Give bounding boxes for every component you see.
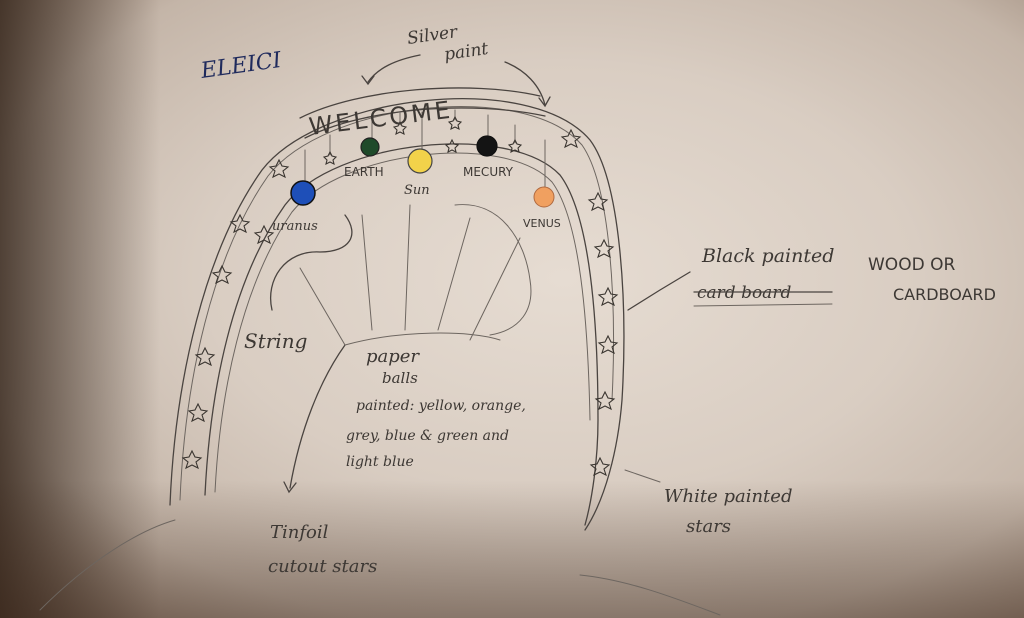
wood-pointer <box>627 271 691 311</box>
star-icon <box>181 449 203 470</box>
floor-curve-right <box>579 574 721 616</box>
floor-curve-left <box>39 519 176 611</box>
planet-uranus <box>290 180 316 206</box>
silver-arrow-left <box>367 54 421 83</box>
tinfoil-label-2: cutout stars <box>268 556 377 577</box>
black-painted-label: Black painted <box>701 245 834 267</box>
string-fan-2 <box>361 214 373 331</box>
paper-arrow-head <box>283 481 297 494</box>
silver-arrow-right-head <box>538 96 551 108</box>
star-icon <box>597 334 619 355</box>
star-icon <box>597 286 619 307</box>
planet-venus <box>533 186 555 208</box>
stars-hanging <box>322 115 523 166</box>
white-stars-pointer <box>624 469 661 483</box>
paper-label-5: light blue <box>346 454 414 470</box>
white-stars-label-2: stars <box>686 516 731 537</box>
string-fan-1 <box>299 267 346 346</box>
string-curve-right <box>454 204 532 336</box>
string-fan-4 <box>437 217 471 331</box>
cardboard-struck-label: card board <box>697 283 791 303</box>
cardboard-underline <box>693 303 833 307</box>
planet-earth <box>360 137 380 157</box>
star-icon <box>587 191 609 212</box>
welcome-band-bottom <box>304 107 546 139</box>
silver-arrow-right <box>504 61 546 106</box>
planet-sun <box>407 148 433 174</box>
star-icon <box>229 213 251 234</box>
paper-label-3: painted: yellow, orange, <box>356 398 526 414</box>
venus-label: VENUS <box>523 217 561 230</box>
star-icon <box>187 402 209 423</box>
star-icon <box>444 138 460 154</box>
sun-label: Sun <box>404 183 430 198</box>
star-icon <box>593 238 615 259</box>
star-icon <box>211 264 233 285</box>
arch-inner-outline-2 <box>214 152 591 493</box>
author-label: ELEICI <box>198 48 284 84</box>
star-icon <box>392 120 408 136</box>
paper-label-2: balls <box>382 369 418 387</box>
star-icon <box>589 456 611 477</box>
tinfoil-label-1: Tinfoil <box>270 522 329 543</box>
star-icon <box>594 390 616 411</box>
earth-label: EARTH <box>344 165 384 179</box>
silver-arrow-left-head <box>361 75 375 86</box>
white-stars-label-1: White painted <box>664 486 792 507</box>
cardboard-label: CARDBOARD <box>893 285 996 304</box>
stars-right <box>560 128 619 477</box>
shadow-left <box>0 0 160 618</box>
uranus-label: uranus <box>272 219 318 234</box>
star-icon <box>268 158 290 179</box>
paper-label-1: paper <box>366 346 420 367</box>
string-pointer-uranus <box>270 214 353 311</box>
paper-bracket <box>344 332 501 346</box>
wood-or-label: WOOD OR <box>868 255 955 275</box>
star-icon <box>447 115 463 131</box>
welcome-label: WELCOME <box>307 96 454 141</box>
stars-left <box>181 158 290 470</box>
paper-label-4: grey, blue & green and <box>346 428 509 444</box>
star-icon <box>322 150 338 166</box>
welcome-band-top <box>299 87 541 119</box>
star-icon <box>194 346 216 367</box>
paper-arrow <box>289 344 346 489</box>
string-fan-3 <box>404 204 411 331</box>
planet-mercury <box>476 135 498 157</box>
star-icon <box>253 224 275 245</box>
string-label: String <box>244 329 307 353</box>
mercury-label: MECURY <box>463 165 514 179</box>
string-fan-5 <box>469 237 521 341</box>
star-icon <box>560 128 582 149</box>
arch-outer-outline <box>169 98 625 531</box>
star-icon <box>507 138 523 154</box>
